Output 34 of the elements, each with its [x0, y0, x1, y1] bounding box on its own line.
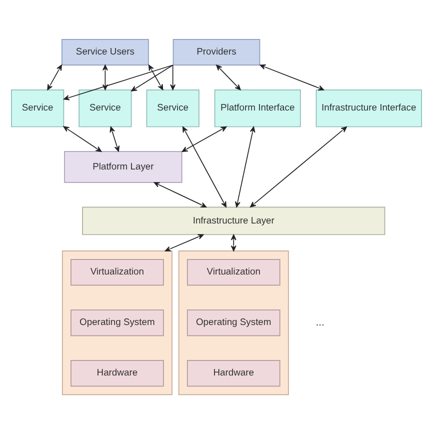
arrow	[47, 64, 62, 90]
node-box: Service	[146, 90, 200, 128]
node-box: Service	[11, 90, 64, 128]
arrow	[260, 64, 324, 91]
node-box: Operating System	[70, 310, 164, 336]
node-box: Platform Layer	[64, 151, 182, 183]
arrow	[230, 234, 236, 252]
arrow	[250, 126, 347, 208]
arrow	[216, 64, 241, 90]
arrow	[182, 126, 227, 152]
node-box: Platform Interface	[214, 90, 301, 128]
node-box: Operating System	[186, 310, 280, 336]
arrow	[234, 126, 256, 208]
node-box: Providers	[172, 39, 260, 66]
cluster	[178, 250, 289, 396]
node-box: Hardware	[70, 360, 164, 387]
node-box: Service Users	[62, 39, 149, 66]
node-box: Infrastructure Interface	[316, 90, 422, 128]
node-box: Virtualization	[186, 259, 280, 286]
node-box: Virtualization	[70, 259, 164, 286]
arrow	[148, 64, 164, 90]
node-box: Hardware	[186, 360, 280, 387]
arrow	[63, 126, 102, 152]
arrow	[154, 182, 207, 208]
arrow	[164, 234, 204, 252]
arrow	[110, 126, 120, 152]
node-box: Infrastructure Layer	[82, 206, 386, 236]
arrow	[64, 64, 174, 100]
cluster	[62, 250, 172, 396]
label: ...	[316, 317, 324, 328]
arrow	[170, 64, 176, 90]
node-box: Service	[78, 90, 132, 128]
arrow	[182, 126, 226, 208]
arrow	[131, 64, 174, 92]
